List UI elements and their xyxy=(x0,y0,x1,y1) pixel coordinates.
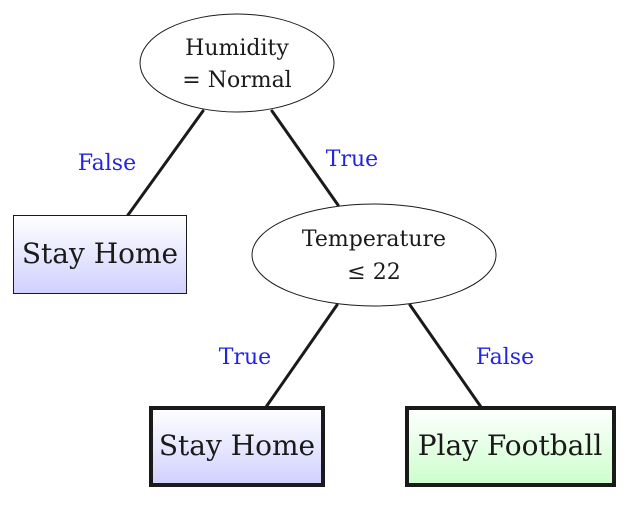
edge-label-temp-false: False xyxy=(476,345,534,370)
temperature-node-line2: ≤ 22 xyxy=(347,260,400,285)
edge-label-root-false: False xyxy=(78,151,136,176)
leaf-stay-home-left-box xyxy=(13,215,187,294)
edge-label-temp-true: True xyxy=(219,345,271,370)
temperature-node-line1: Temperature xyxy=(302,227,446,252)
leaf-stay-home-bottom-label: Stay Home xyxy=(159,429,315,462)
root-node-ellipse xyxy=(139,13,335,113)
edge-label-root-true: True xyxy=(326,147,378,172)
root-decision-node: Humidity = Normal xyxy=(139,13,335,113)
root-node-line1: Humidity xyxy=(185,36,289,61)
edge-root-to-temperature xyxy=(270,109,340,207)
leaf-stay-home-left: Stay Home xyxy=(13,215,187,294)
leaf-stay-home-bottom-box xyxy=(149,406,325,487)
temperature-decision-node: Temperature ≤ 22 xyxy=(251,203,497,307)
edge-temperature-to-stay-home xyxy=(264,303,339,409)
root-node-line2: = Normal xyxy=(182,68,291,93)
leaf-play-football-box xyxy=(405,406,616,487)
leaf-play-football: Play Football xyxy=(405,406,616,487)
edge-temperature-to-play-football xyxy=(408,303,483,409)
temperature-node-ellipse xyxy=(251,203,497,307)
edge-root-to-stay-home xyxy=(126,109,205,217)
leaf-stay-home-bottom: Stay Home xyxy=(149,406,325,487)
leaf-play-football-label: Play Football xyxy=(418,429,603,462)
leaf-stay-home-left-label: Stay Home xyxy=(22,237,178,270)
